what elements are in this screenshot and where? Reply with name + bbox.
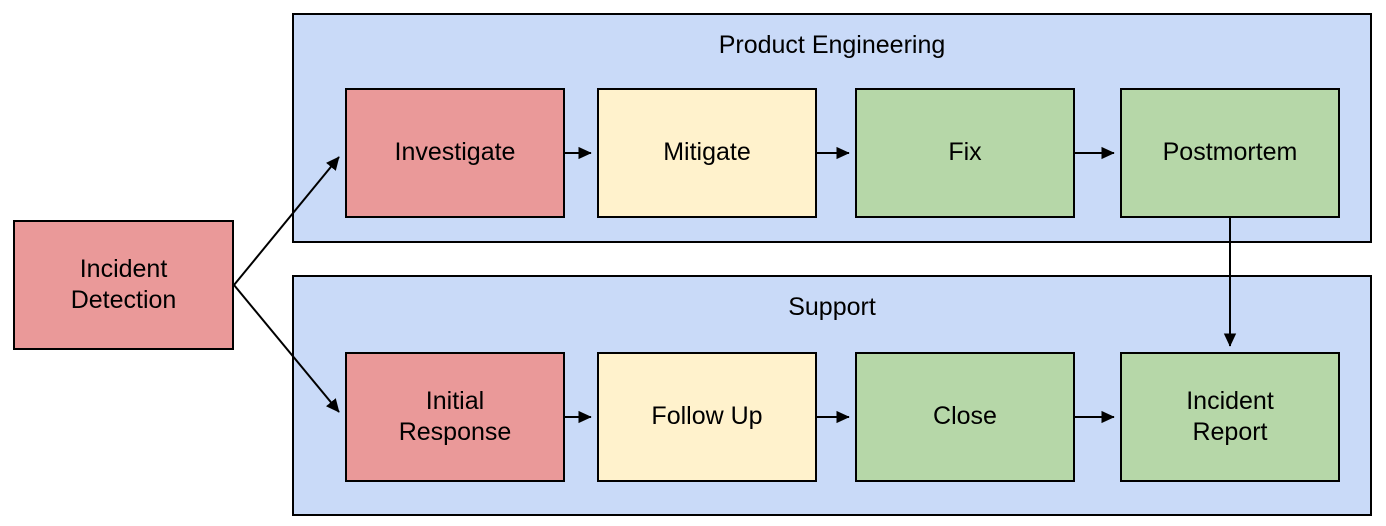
node-mitigate: Mitigate (597, 88, 817, 218)
node-fix: Fix (855, 88, 1075, 218)
node-investigate-label: Investigate (394, 138, 516, 167)
node-incident-report-label: Incident Report (1186, 386, 1274, 446)
node-postmortem: Postmortem (1120, 88, 1340, 218)
node-mitigate-label: Mitigate (663, 138, 751, 167)
node-initial-response: Initial Response (345, 352, 565, 482)
node-initial-response-label: Initial Response (398, 386, 512, 446)
node-fix-label: Fix (948, 138, 982, 167)
node-incident-detection-label: Incident Detection (70, 254, 177, 314)
node-investigate: Investigate (345, 88, 565, 218)
node-close-label: Close (933, 402, 997, 431)
node-incident-report: Incident Report (1120, 352, 1340, 482)
node-incident-detection: Incident Detection (13, 220, 234, 350)
lane-support-title: Support (788, 293, 876, 321)
node-follow-up-label: Follow Up (651, 402, 763, 431)
node-follow-up: Follow Up (597, 352, 817, 482)
node-close: Close (855, 352, 1075, 482)
node-postmortem-label: Postmortem (1162, 138, 1298, 167)
lane-product-engineering-title: Product Engineering (718, 31, 946, 59)
